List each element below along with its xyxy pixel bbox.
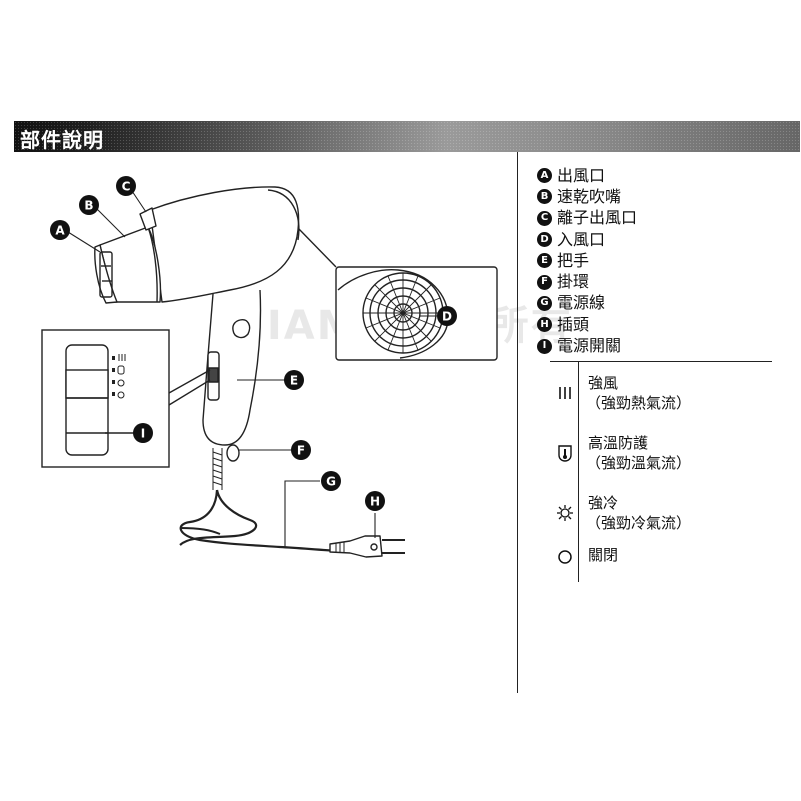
part-label: 出風口	[557, 165, 606, 185]
parts-list-item: E 把手	[537, 250, 637, 271]
svg-text:F: F	[297, 444, 305, 458]
part-label: 電源線	[557, 293, 606, 313]
legend-leader-line	[578, 362, 579, 582]
callout-b: B	[79, 195, 99, 215]
letter-badge: I	[537, 338, 552, 354]
part-label: 離子出風口	[557, 208, 638, 228]
parts-list-item: F 掛環	[537, 271, 637, 292]
mode-name: 高溫防護	[588, 434, 649, 452]
callout-g: G	[321, 471, 341, 491]
letter-badge: H	[537, 317, 552, 333]
mode-description: （強勁溫氣流）	[586, 454, 692, 472]
svg-text:D: D	[442, 310, 452, 324]
letter-badge: A	[537, 168, 552, 184]
callout-c: C	[116, 176, 136, 196]
parts-list-item: B 速乾吹嘴	[537, 186, 637, 207]
leader-a	[67, 231, 101, 253]
leader-g	[284, 480, 320, 547]
svg-text:C: C	[122, 180, 131, 194]
letter-badge: G	[537, 295, 552, 311]
letter-badge: F	[537, 274, 552, 290]
mode-name: 強冷	[588, 494, 619, 512]
part-label: 電源開關	[557, 336, 622, 356]
parts-list-item: A 出風口	[537, 165, 637, 186]
part-label: 速乾吹嘴	[557, 186, 622, 206]
part-label: 掛環	[557, 272, 590, 292]
callouts: A B C D E F G H I	[50, 176, 457, 511]
part-label: 把手	[557, 250, 590, 270]
letter-badge: D	[537, 232, 552, 248]
off-circle-icon	[556, 548, 574, 566]
callout-f: F	[291, 440, 311, 460]
parts-list-item: C 離子出風口	[537, 208, 637, 229]
letter-badge: B	[537, 189, 552, 205]
mode-legend: 強風 （強勁熱氣流） 高溫防護 （強勁溫氣流） 強冷 （強勁冷氣流） 關閉	[550, 361, 772, 582]
column-divider	[517, 152, 518, 693]
svg-text:A: A	[55, 224, 65, 238]
mode-name: 強風	[588, 374, 619, 392]
letter-badge: E	[537, 253, 552, 269]
mode-description: （強勁熱氣流）	[586, 394, 692, 412]
svg-text:E: E	[290, 374, 298, 388]
svg-text:B: B	[84, 199, 93, 213]
callout-d: D	[437, 306, 457, 326]
section-title: 部件說明	[20, 128, 104, 152]
parts-list-item: H 插頭	[537, 314, 637, 335]
inlet-inset	[297, 227, 498, 361]
parts-list-item: G 電源線	[537, 293, 637, 314]
power-cord	[179, 489, 341, 553]
mode-name: 關閉	[588, 546, 619, 564]
dryer-barrel	[149, 186, 300, 303]
parts-list-item: D 入風口	[537, 229, 637, 250]
mode-description: （強勁冷氣流）	[586, 514, 692, 532]
dryer-handle	[202, 289, 262, 446]
thermometer-shield-icon	[556, 444, 574, 462]
snowflake-sun-icon	[556, 504, 574, 522]
plug	[329, 535, 383, 558]
leader-b	[95, 207, 126, 238]
parts-list-item: I 電源開關	[537, 335, 637, 356]
switch-inset	[41, 329, 211, 468]
svg-text:I: I	[141, 427, 145, 441]
part-label: 入風口	[557, 229, 606, 249]
callout-e: E	[284, 370, 304, 390]
part-label: 插頭	[557, 314, 590, 334]
heat-waves-icon	[556, 384, 574, 402]
callout-a: A	[50, 220, 70, 240]
svg-text:H: H	[370, 495, 380, 509]
letter-badge: C	[537, 210, 552, 226]
svg-text:G: G	[326, 475, 336, 489]
section-header: 部件說明	[14, 121, 800, 152]
callout-i: I	[133, 423, 153, 443]
callout-h: H	[365, 491, 385, 511]
